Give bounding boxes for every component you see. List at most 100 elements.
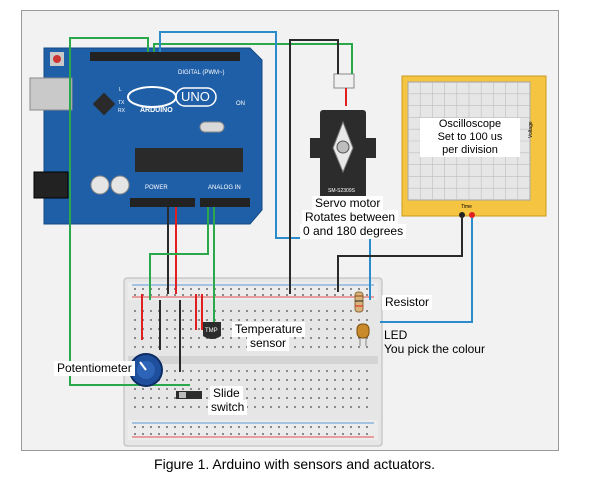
breadboard-hole	[286, 397, 288, 399]
breadboard-hole	[342, 379, 344, 381]
breadboard-hole	[310, 346, 312, 348]
breadboard-hole	[350, 426, 352, 428]
breadboard-hole	[310, 319, 312, 321]
breadboard-hole	[318, 406, 320, 408]
breadboard-hole	[190, 406, 192, 408]
breadboard-hole	[350, 406, 352, 408]
breadboard-hole	[174, 319, 176, 321]
breadboard-hole	[222, 310, 224, 312]
breadboard-hole	[302, 370, 304, 372]
breadboard-hole	[278, 310, 280, 312]
breadboard-hole	[182, 337, 184, 339]
breadboard-hole	[206, 426, 208, 428]
on-label: ON	[236, 101, 245, 107]
breadboard-hole	[262, 379, 264, 381]
breadboard-hole	[334, 433, 336, 435]
breadboard-hole	[302, 294, 304, 296]
breadboard-hole	[134, 319, 136, 321]
breadboard-hole	[278, 426, 280, 428]
oscilloscope-side-label: Voltage	[528, 121, 534, 138]
breadboard-hole	[278, 288, 280, 290]
servo-caption-line1: Servo motor	[312, 196, 384, 211]
breadboard-hole	[318, 310, 320, 312]
breadboard-hole	[206, 346, 208, 348]
rx-label: RX	[118, 108, 125, 114]
breadboard-hole	[318, 288, 320, 290]
breadboard-hole	[150, 337, 152, 339]
breadboard-hole	[198, 288, 200, 290]
breadboard-hole	[254, 406, 256, 408]
breadboard-hole	[222, 426, 224, 428]
breadboard-hole	[198, 379, 200, 381]
breadboard-hole	[334, 288, 336, 290]
board-brand: ARDUINO	[140, 107, 173, 114]
breadboard-hole	[158, 426, 160, 428]
breadboard-hole	[174, 337, 176, 339]
breadboard-hole	[310, 294, 312, 296]
breadboard-hole	[342, 388, 344, 390]
breadboard-hole	[198, 370, 200, 372]
breadboard-hole	[238, 346, 240, 348]
breadboard-hole	[366, 388, 368, 390]
breadboard-hole	[254, 426, 256, 428]
breadboard-hole	[246, 388, 248, 390]
breadboard-hole	[302, 319, 304, 321]
breadboard-hole	[366, 294, 368, 296]
breadboard-hole	[190, 337, 192, 339]
breadboard-hole	[262, 294, 264, 296]
breadboard-hole	[254, 433, 256, 435]
breadboard-hole	[254, 370, 256, 372]
breadboard-hole	[238, 337, 240, 339]
breadboard-hole	[198, 294, 200, 296]
breadboard-hole	[182, 319, 184, 321]
potentiometer-label: Potentiometer	[54, 361, 135, 376]
breadboard-hole	[246, 433, 248, 435]
breadboard-hole	[174, 294, 176, 296]
breadboard-hole	[326, 406, 328, 408]
temperature-label-line1: Temperature	[232, 322, 306, 337]
breadboard-hole	[342, 406, 344, 408]
breadboard-hole	[326, 346, 328, 348]
breadboard-hole	[182, 433, 184, 435]
breadboard-hole	[246, 310, 248, 312]
breadboard-hole	[254, 319, 256, 321]
breadboard-hole	[246, 294, 248, 296]
breadboard-hole	[214, 370, 216, 372]
breadboard-hole	[142, 397, 144, 399]
breadboard-hole	[182, 370, 184, 372]
breadboard-hole	[358, 406, 360, 408]
breadboard-hole	[134, 426, 136, 428]
breadboard-hole	[358, 388, 360, 390]
slide-switch-label-line1: Slide	[210, 386, 243, 401]
breadboard-hole	[342, 346, 344, 348]
breadboard-hole	[342, 337, 344, 339]
breadboard-hole	[326, 310, 328, 312]
breadboard-hole	[286, 388, 288, 390]
breadboard-hole	[134, 346, 136, 348]
breadboard-hole	[230, 370, 232, 372]
breadboard-hole	[318, 426, 320, 428]
breadboard-hole	[270, 397, 272, 399]
breadboard-hole	[134, 288, 136, 290]
breadboard-hole	[310, 397, 312, 399]
breadboard-hole	[166, 370, 168, 372]
breadboard-hole	[166, 379, 168, 381]
breadboard-hole	[326, 379, 328, 381]
breadboard-hole	[134, 388, 136, 390]
oscilloscope-line3: per division	[442, 144, 498, 156]
breadboard-hole	[294, 433, 296, 435]
breadboard-hole	[350, 288, 352, 290]
led	[356, 323, 370, 346]
breadboard-hole	[342, 433, 344, 435]
breadboard-hole	[230, 294, 232, 296]
breadboard-hole	[342, 288, 344, 290]
breadboard-hole	[142, 433, 144, 435]
breadboard-hole	[198, 388, 200, 390]
servo-motor	[310, 73, 376, 200]
breadboard-hole	[174, 426, 176, 428]
breadboard-hole	[246, 319, 248, 321]
breadboard-hole	[326, 370, 328, 372]
breadboard-hole	[310, 370, 312, 372]
breadboard-hole	[318, 294, 320, 296]
breadboard-hole	[222, 328, 224, 330]
